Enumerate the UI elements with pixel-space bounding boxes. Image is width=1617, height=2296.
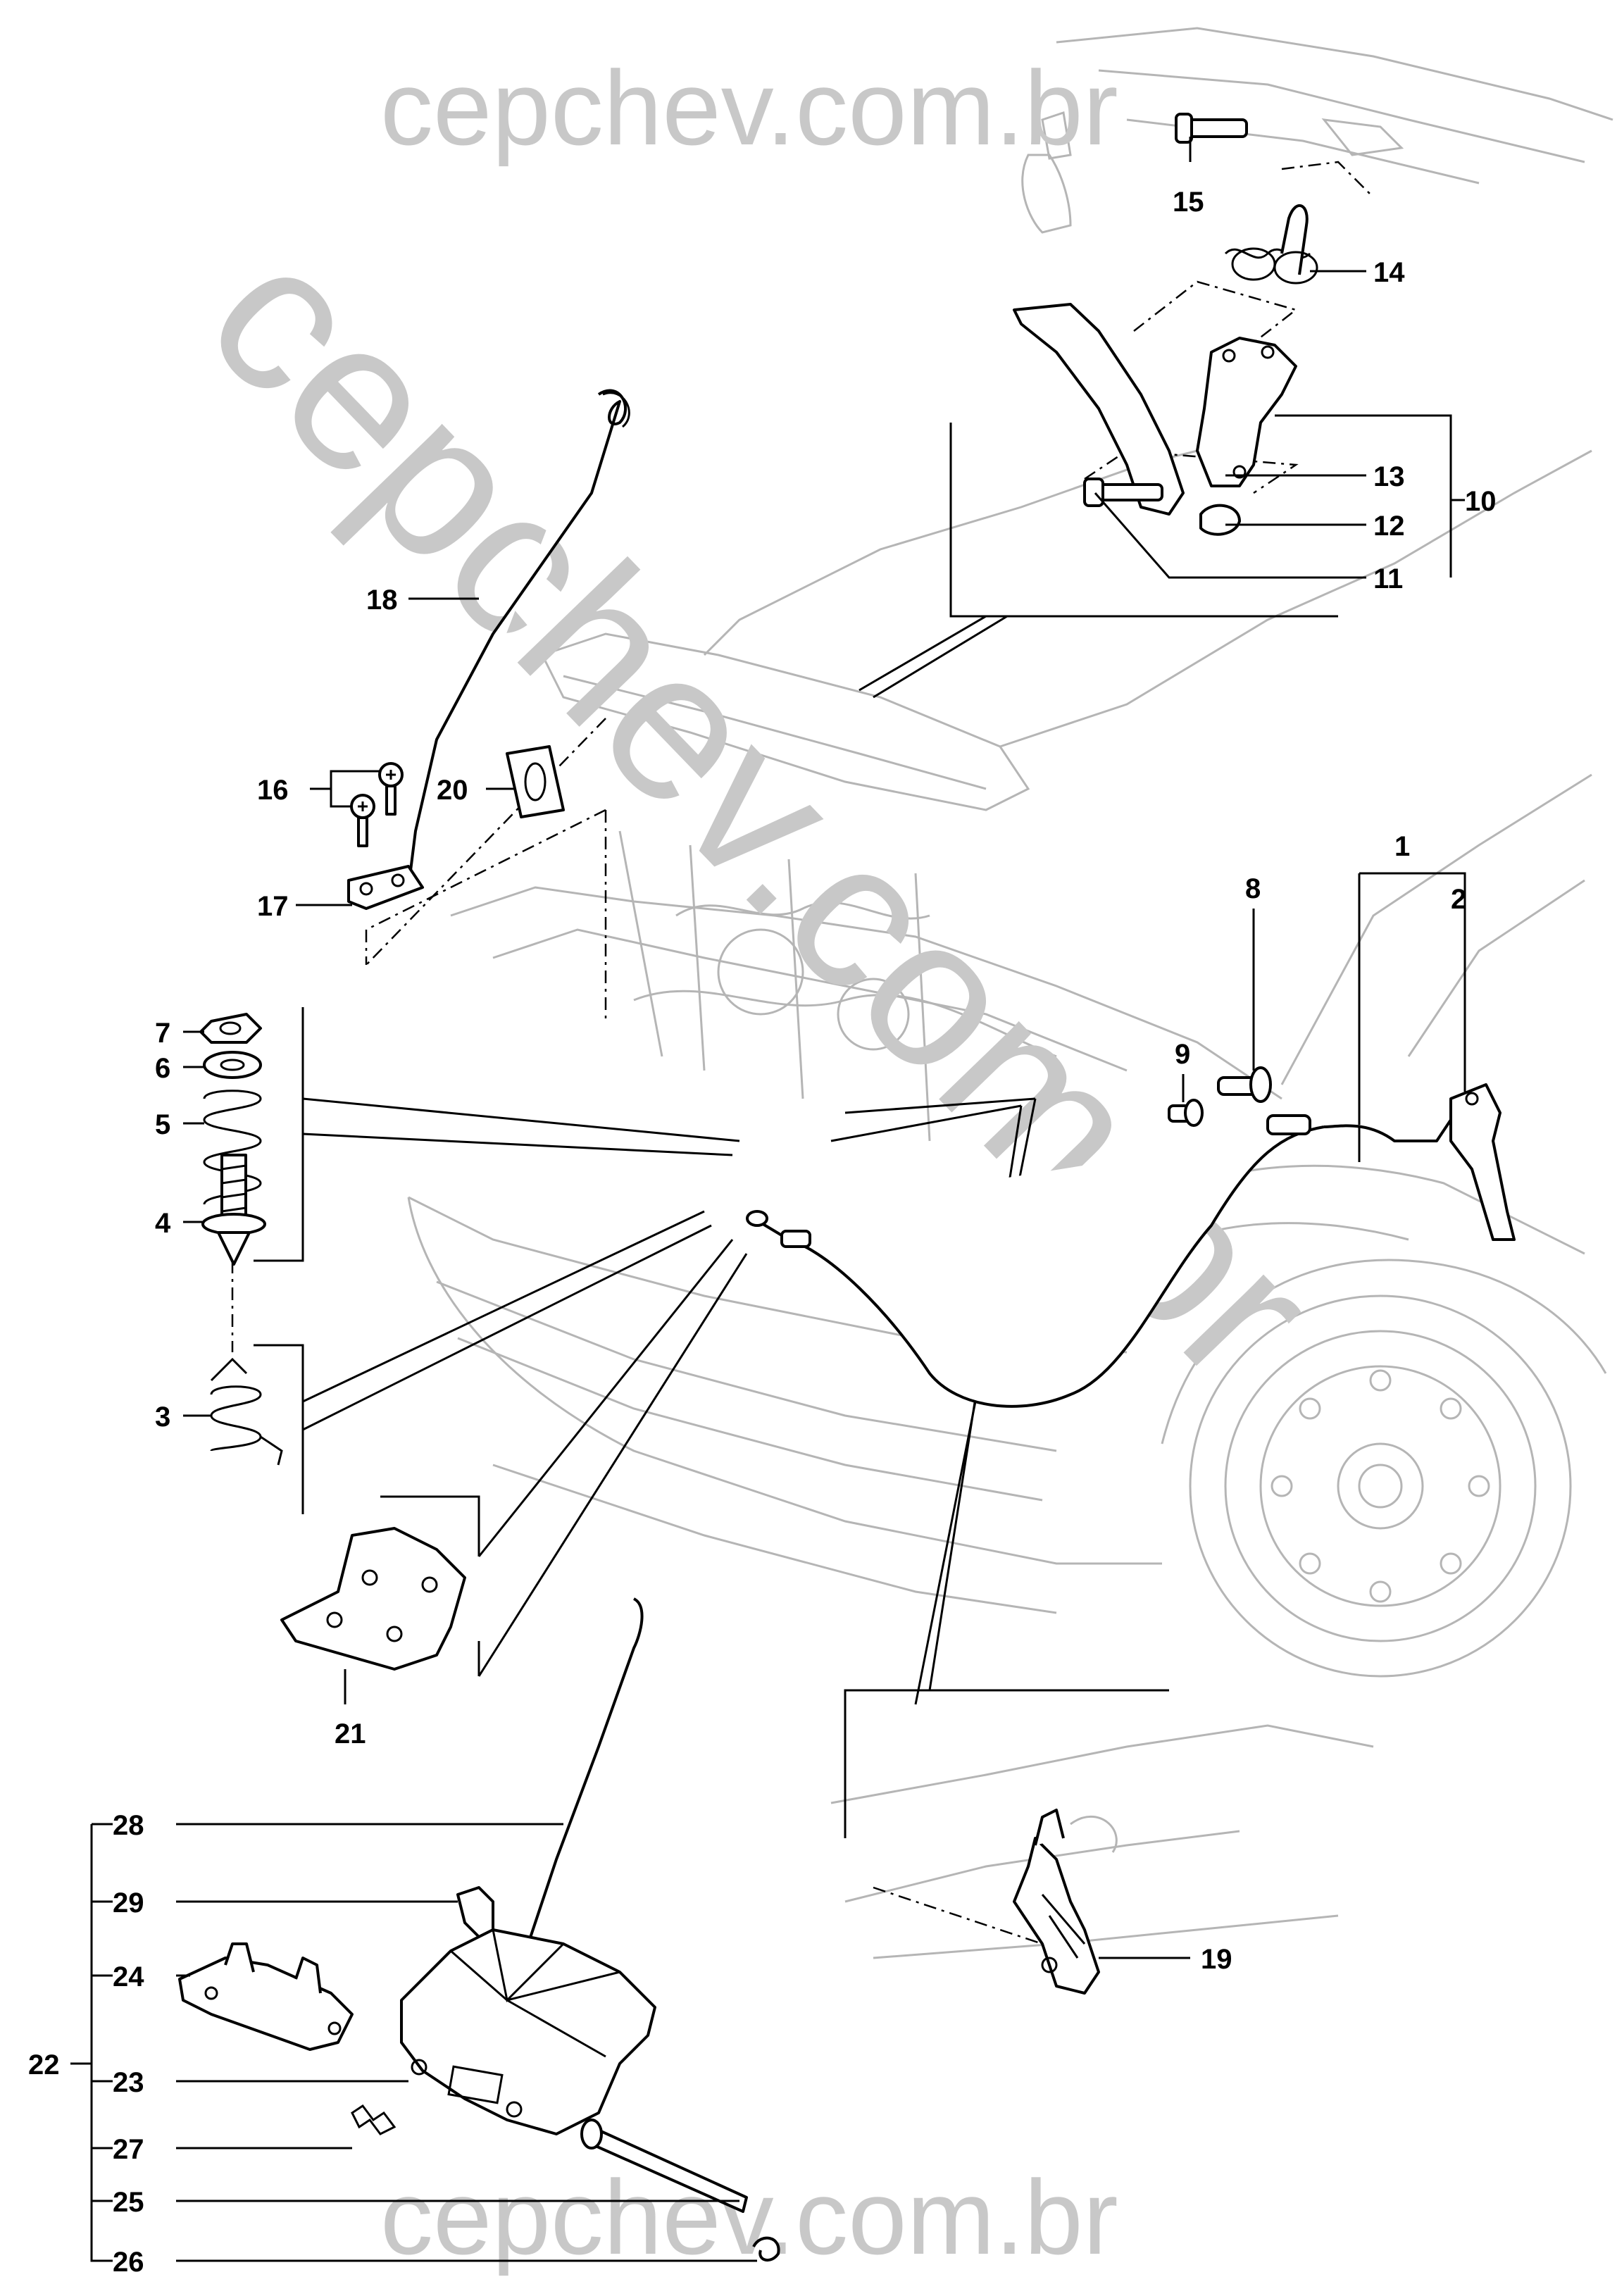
part-14-spring bbox=[1224, 204, 1318, 285]
part-7-nut bbox=[199, 1013, 262, 1044]
callout-27: 27 bbox=[113, 2134, 144, 2165]
part-29-rod-clip bbox=[456, 1886, 494, 1938]
callout-9: 9 bbox=[1175, 1039, 1190, 1070]
callout-14: 14 bbox=[1373, 257, 1405, 288]
callout-4: 4 bbox=[155, 1208, 171, 1239]
callout-numbers: 1 2 3 4 5 6 7 8 9 10 11 12 13 14 15 16 1… bbox=[28, 187, 1497, 2278]
callout-19: 19 bbox=[1201, 1944, 1232, 1975]
part-25-pivot-pin bbox=[580, 2119, 748, 2213]
callout-26: 26 bbox=[113, 2247, 144, 2278]
callout-17: 17 bbox=[257, 891, 289, 922]
part-2-release-handle bbox=[1449, 1083, 1516, 1241]
part-16-screws bbox=[350, 762, 404, 847]
callout-28: 28 bbox=[113, 1810, 144, 1841]
part-6-washer bbox=[203, 1051, 262, 1079]
callout-13: 13 bbox=[1373, 461, 1405, 492]
callout-22: 22 bbox=[28, 2049, 60, 2080]
callout-29: 29 bbox=[113, 1888, 144, 1918]
part-27-spring bbox=[351, 2104, 397, 2135]
callout-15: 15 bbox=[1173, 187, 1204, 218]
watermark-top: cepchev.com.br bbox=[380, 49, 1118, 167]
part-20-grommet bbox=[506, 745, 565, 818]
callout-20: 20 bbox=[437, 775, 468, 806]
leader-frames bbox=[254, 423, 1466, 1838]
callout-7: 7 bbox=[155, 1018, 170, 1049]
callout-5: 5 bbox=[155, 1109, 170, 1140]
callout-23: 23 bbox=[113, 2067, 144, 2098]
part-12-clip bbox=[1199, 504, 1241, 536]
callout-6: 6 bbox=[155, 1053, 170, 1084]
callout-21: 21 bbox=[335, 1718, 366, 1749]
release-cables bbox=[746, 1114, 1452, 1408]
part-3-spring bbox=[210, 1357, 283, 1466]
part-18-hood-prop-rod bbox=[407, 389, 630, 888]
part-10-hood-hinge bbox=[1013, 303, 1297, 516]
callout-1: 1 bbox=[1394, 831, 1410, 862]
callout-11: 11 bbox=[1373, 563, 1403, 594]
part-28-latch-rod bbox=[520, 1597, 644, 1966]
watermark-bottom: cepchev.com.br bbox=[380, 2158, 1118, 2276]
callout-24: 24 bbox=[113, 1961, 144, 1992]
callout-8: 8 bbox=[1245, 873, 1261, 904]
callout-16: 16 bbox=[257, 775, 289, 806]
part-24-latch-mount bbox=[178, 1942, 354, 2051]
part-9-bolt bbox=[1168, 1099, 1204, 1127]
callout-25: 25 bbox=[113, 2187, 144, 2218]
callout-10: 10 bbox=[1465, 486, 1497, 517]
part-21-striker-plate bbox=[280, 1527, 466, 1671]
part-17-prop-rod-bracket bbox=[347, 865, 424, 910]
vehicle-front-outline bbox=[407, 27, 1613, 1959]
part-15-pin bbox=[1175, 113, 1248, 144]
part-26-retaining-clip bbox=[752, 2236, 780, 2261]
callout-3: 3 bbox=[155, 1402, 170, 1433]
part-11-bolt bbox=[1083, 478, 1163, 507]
callout-12: 12 bbox=[1373, 511, 1405, 542]
part-23-hood-latch bbox=[400, 1928, 656, 2135]
part-4-bolt bbox=[201, 1154, 266, 1266]
callout-leaders bbox=[70, 137, 1465, 2262]
callout-2: 2 bbox=[1451, 884, 1466, 915]
callout-18: 18 bbox=[366, 585, 398, 616]
part-19-latch-release bbox=[1013, 1809, 1100, 1995]
part-8-grommet bbox=[1217, 1066, 1272, 1103]
part-5-spring bbox=[203, 1090, 262, 1205]
